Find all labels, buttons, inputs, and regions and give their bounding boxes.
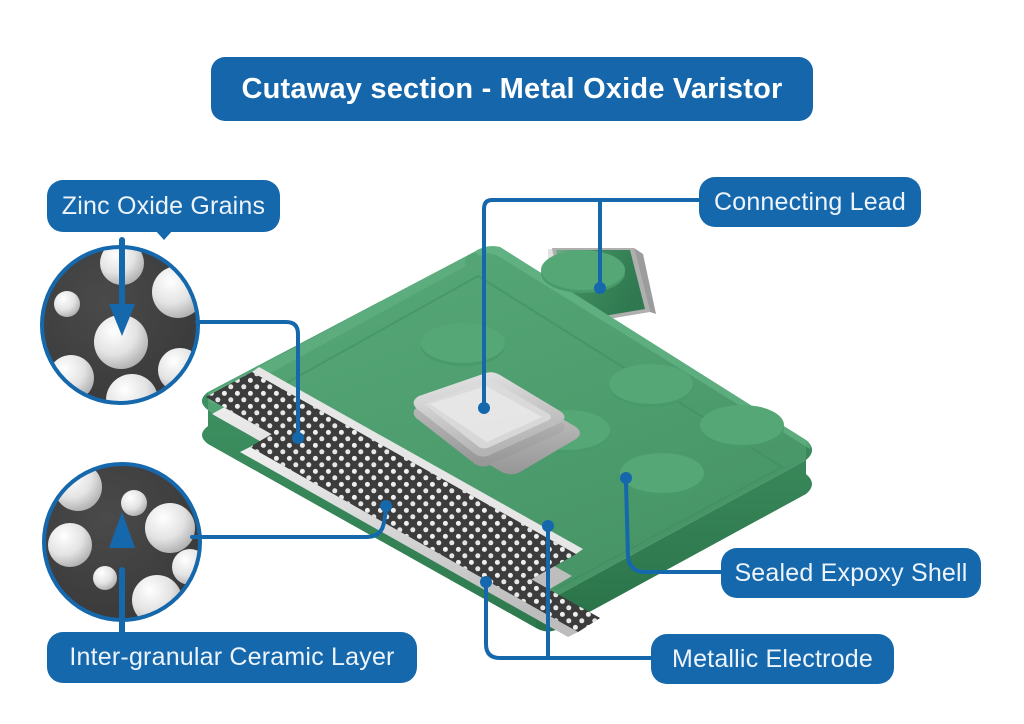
pill-tail	[154, 230, 173, 240]
leader-sealed-epoxy-shell	[620, 472, 724, 574]
label-connecting-lead[interactable]: Connecting Lead	[699, 177, 921, 227]
metallic-pad	[413, 372, 580, 475]
label-inter-granular-ceramic-layer[interactable]: Inter-granular Ceramic Layer	[47, 632, 417, 683]
label-connecting-lead-text: Connecting Lead	[713, 187, 907, 216]
page-title: Cutaway section - Metal Oxide Varistor	[211, 57, 813, 121]
leader-metallic-electrode	[480, 520, 654, 660]
leader-ceramic-to-cutaway	[190, 500, 392, 540]
label-inter-granular-ceramic-layer-text: Inter-granular Ceramic Layer	[69, 643, 395, 671]
electrode-strip-upper	[252, 367, 583, 554]
label-sealed-epoxy-shell[interactable]: Sealed Expoxy Shell	[721, 548, 981, 598]
ceramic-cutaway-inner	[240, 434, 600, 637]
leader-zinc-oxide-to-cutaway	[195, 320, 304, 444]
leader-ceramic-arrow	[109, 512, 135, 637]
leader-connecting-lead	[478, 198, 702, 414]
label-sealed-epoxy-shell-text: Sealed Expoxy Shell	[734, 558, 968, 587]
label-metallic-electrode-text: Metallic Electrode	[672, 644, 873, 673]
label-metallic-electrode[interactable]: Metallic Electrode	[651, 634, 894, 684]
page-title-text: Cutaway section - Metal Oxide Varistor	[241, 72, 783, 105]
leader-zinc-oxide-arrow	[109, 237, 135, 336]
label-zinc-oxide-grains-text: Zinc Oxide Grains	[61, 191, 266, 220]
label-zinc-oxide-grains[interactable]: Zinc Oxide Grains	[47, 180, 280, 240]
